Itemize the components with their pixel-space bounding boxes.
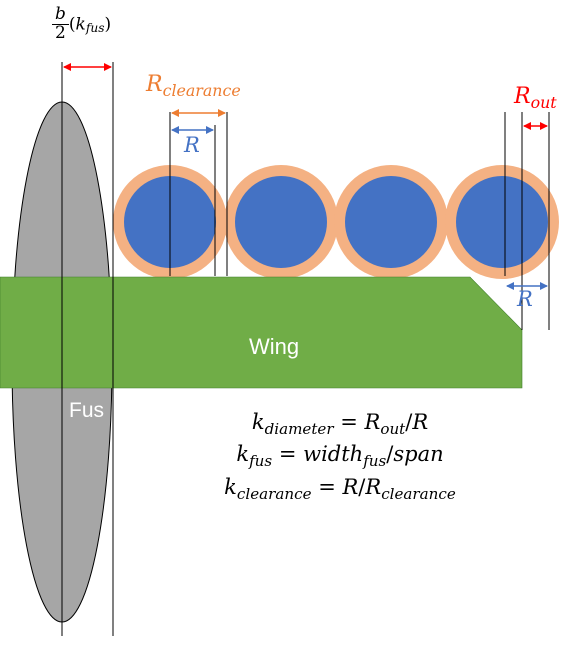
r-clearance-label: Rclearance: [146, 72, 241, 101]
rotor-4: [445, 165, 559, 279]
wing-shape: [0, 276, 523, 389]
fus-label: Fus: [69, 399, 105, 422]
wing-label: Wing: [249, 334, 300, 359]
r-top-label: R: [184, 133, 200, 157]
half-fus-factor: k: [75, 14, 86, 35]
half-fus-label: b 2 (kfus): [52, 5, 111, 43]
equation-clearance: kclearance = R/Rclearance: [224, 475, 456, 503]
half-fus-factor-sub: fus: [85, 21, 105, 36]
rotor-3: [334, 165, 448, 279]
r-out-label: Rout: [514, 84, 557, 113]
half-fus-denominator: 2: [55, 22, 66, 43]
half-fus-numerator: b: [52, 5, 69, 25]
r-right-label: R: [517, 287, 533, 311]
equation-diameter: kdiameter = Rout/R: [251, 410, 429, 438]
rotor-2: [224, 165, 338, 279]
equation-fus: kfus = widthfus/span: [236, 442, 444, 470]
